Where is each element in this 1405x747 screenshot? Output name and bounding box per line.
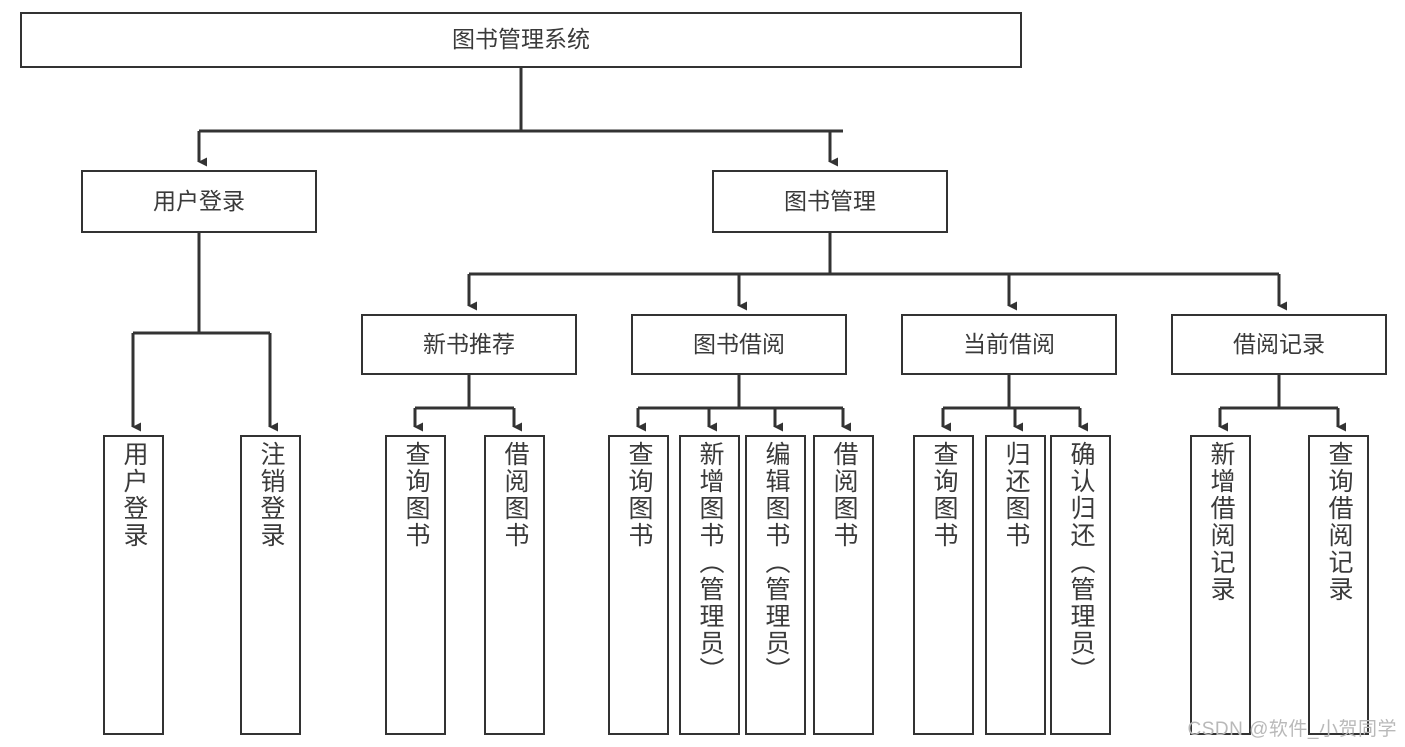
node-user-login-label: 用户登录 (153, 187, 245, 214)
leaf-user-login-label: 用户登录 (120, 441, 148, 549)
leaf-add-book-admin-label: 新增图书（管理员） (696, 441, 724, 684)
leaf-borrow-book-label: 借阅图书 (830, 441, 858, 549)
node-borrow-record-label: 借阅记录 (1233, 330, 1325, 357)
node-root-label: 图书管理系统 (452, 26, 590, 53)
node-root[interactable]: 图书管理系统 (20, 12, 1022, 68)
leaf-return-book[interactable]: 归还图书 (985, 435, 1046, 735)
leaf-query-borrow-record-label: 查询借阅记录 (1325, 441, 1353, 603)
leaf-logout-login-label: 注销登录 (257, 441, 285, 549)
leaf-add-borrow-record[interactable]: 新增借阅记录 (1190, 435, 1251, 735)
leaf-query-book-current[interactable]: 查询图书 (913, 435, 974, 735)
node-book-borrow-label: 图书借阅 (693, 330, 785, 357)
leaf-confirm-return-admin-label: 确认归还（管理员） (1067, 441, 1095, 684)
node-book-management-label: 图书管理 (784, 187, 876, 214)
leaf-query-book-borrow-label: 查询图书 (625, 441, 653, 549)
leaf-query-borrow-record[interactable]: 查询借阅记录 (1308, 435, 1369, 735)
leaf-query-book-recommend[interactable]: 查询图书 (385, 435, 446, 735)
node-new-book-recommend-label: 新书推荐 (423, 330, 515, 357)
leaf-borrow-book-recommend[interactable]: 借阅图书 (484, 435, 545, 735)
leaf-borrow-book[interactable]: 借阅图书 (813, 435, 874, 735)
leaf-borrow-book-recommend-label: 借阅图书 (501, 441, 529, 549)
leaf-confirm-return-admin[interactable]: 确认归还（管理员） (1050, 435, 1111, 735)
node-current-borrow-label: 当前借阅 (963, 330, 1055, 357)
leaf-edit-book-admin-label: 编辑图书（管理员） (762, 441, 790, 684)
watermark: CSDN @软件_小贺同学 (1187, 719, 1397, 740)
leaf-user-login[interactable]: 用户登录 (103, 435, 164, 735)
leaf-query-book-recommend-label: 查询图书 (402, 441, 430, 549)
leaf-return-book-label: 归还图书 (1002, 441, 1030, 549)
leaf-query-book-borrow[interactable]: 查询图书 (608, 435, 669, 735)
node-book-borrow[interactable]: 图书借阅 (631, 314, 847, 375)
node-current-borrow[interactable]: 当前借阅 (901, 314, 1117, 375)
node-user-login[interactable]: 用户登录 (81, 170, 317, 233)
leaf-logout-login[interactable]: 注销登录 (240, 435, 301, 735)
leaf-query-book-current-label: 查询图书 (930, 441, 958, 549)
node-book-management[interactable]: 图书管理 (712, 170, 948, 233)
leaf-edit-book-admin[interactable]: 编辑图书（管理员） (745, 435, 806, 735)
leaf-add-borrow-record-label: 新增借阅记录 (1207, 441, 1235, 603)
node-new-book-recommend[interactable]: 新书推荐 (361, 314, 577, 375)
leaf-add-book-admin[interactable]: 新增图书（管理员） (679, 435, 740, 735)
node-borrow-record[interactable]: 借阅记录 (1171, 314, 1387, 375)
